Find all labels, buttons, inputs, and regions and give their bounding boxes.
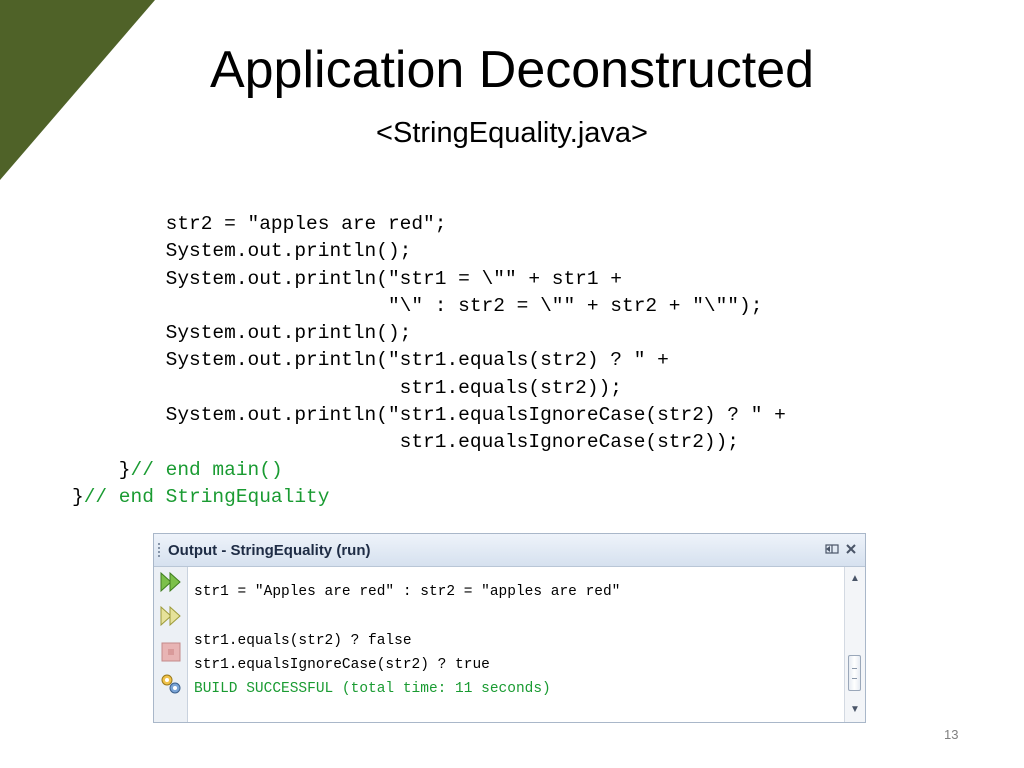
code-line: str1.equals(str2)); [72, 376, 622, 399]
close-icon[interactable] [844, 542, 858, 559]
end-class-brace: } [72, 485, 84, 508]
code-line: System.out.println("str1.equals(str2) ? … [72, 349, 669, 372]
end-class-comment: // end StringEquality [83, 485, 330, 508]
code-line: System.out.println("str1.equalsIgnoreCas… [72, 404, 786, 427]
output-line: str1.equalsIgnoreCase(str2) ? true [194, 656, 490, 673]
output-line: str1 = "Apples are red" : str2 = "apples… [194, 584, 621, 600]
output-panel: Output - StringEquality (run) str1 = "Ap… [153, 533, 866, 723]
vertical-scrollbar[interactable]: ▲ ▼ [844, 567, 865, 722]
code-line: str1.equalsIgnoreCase(str2)); [72, 431, 740, 454]
page-number: 13 [944, 727, 959, 742]
slide-title: Application Deconstructed [209, 41, 815, 99]
rerun-with-options-icon[interactable] [159, 605, 183, 627]
code-line: System.out.println(); [72, 240, 412, 263]
rerun-icon[interactable] [159, 571, 183, 593]
code-block: str2 = "apples are red"; System.out.prin… [72, 211, 786, 511]
slide-subtitle: <StringEquality.java> [376, 117, 648, 149]
output-panel-header: Output - StringEquality (run) [154, 534, 865, 567]
output-toolbar [154, 567, 188, 722]
output-line: str1.equals(str2) ? false [194, 632, 412, 649]
end-main-brace: } [72, 458, 131, 481]
code-line: System.out.println(); [72, 322, 412, 345]
pin-icon[interactable] [824, 542, 840, 559]
stop-icon[interactable] [159, 641, 183, 663]
output-text: str1 = "Apples are red" : str2 = "apples… [194, 580, 620, 701]
drag-grip-icon[interactable] [157, 542, 161, 558]
settings-icon[interactable] [159, 673, 183, 695]
end-main-comment: // end main() [130, 458, 283, 481]
build-success-message: BUILD SUCCESSFUL (total time: 11 seconds… [194, 681, 551, 698]
code-line: str2 = "apples are red"; [72, 213, 447, 235]
code-line: System.out.println("str1 = \"" + str1 + [72, 267, 622, 290]
scroll-up-icon[interactable]: ▲ [850, 573, 860, 584]
code-line: "\" : str2 = \"" + str2 + "\""); [72, 294, 763, 317]
corner-triangle-decoration [0, 0, 155, 180]
scrollbar-thumb[interactable] [848, 655, 861, 691]
output-panel-title: Output - StringEquality (run) [168, 542, 371, 559]
scroll-down-icon[interactable]: ▼ [850, 704, 860, 715]
